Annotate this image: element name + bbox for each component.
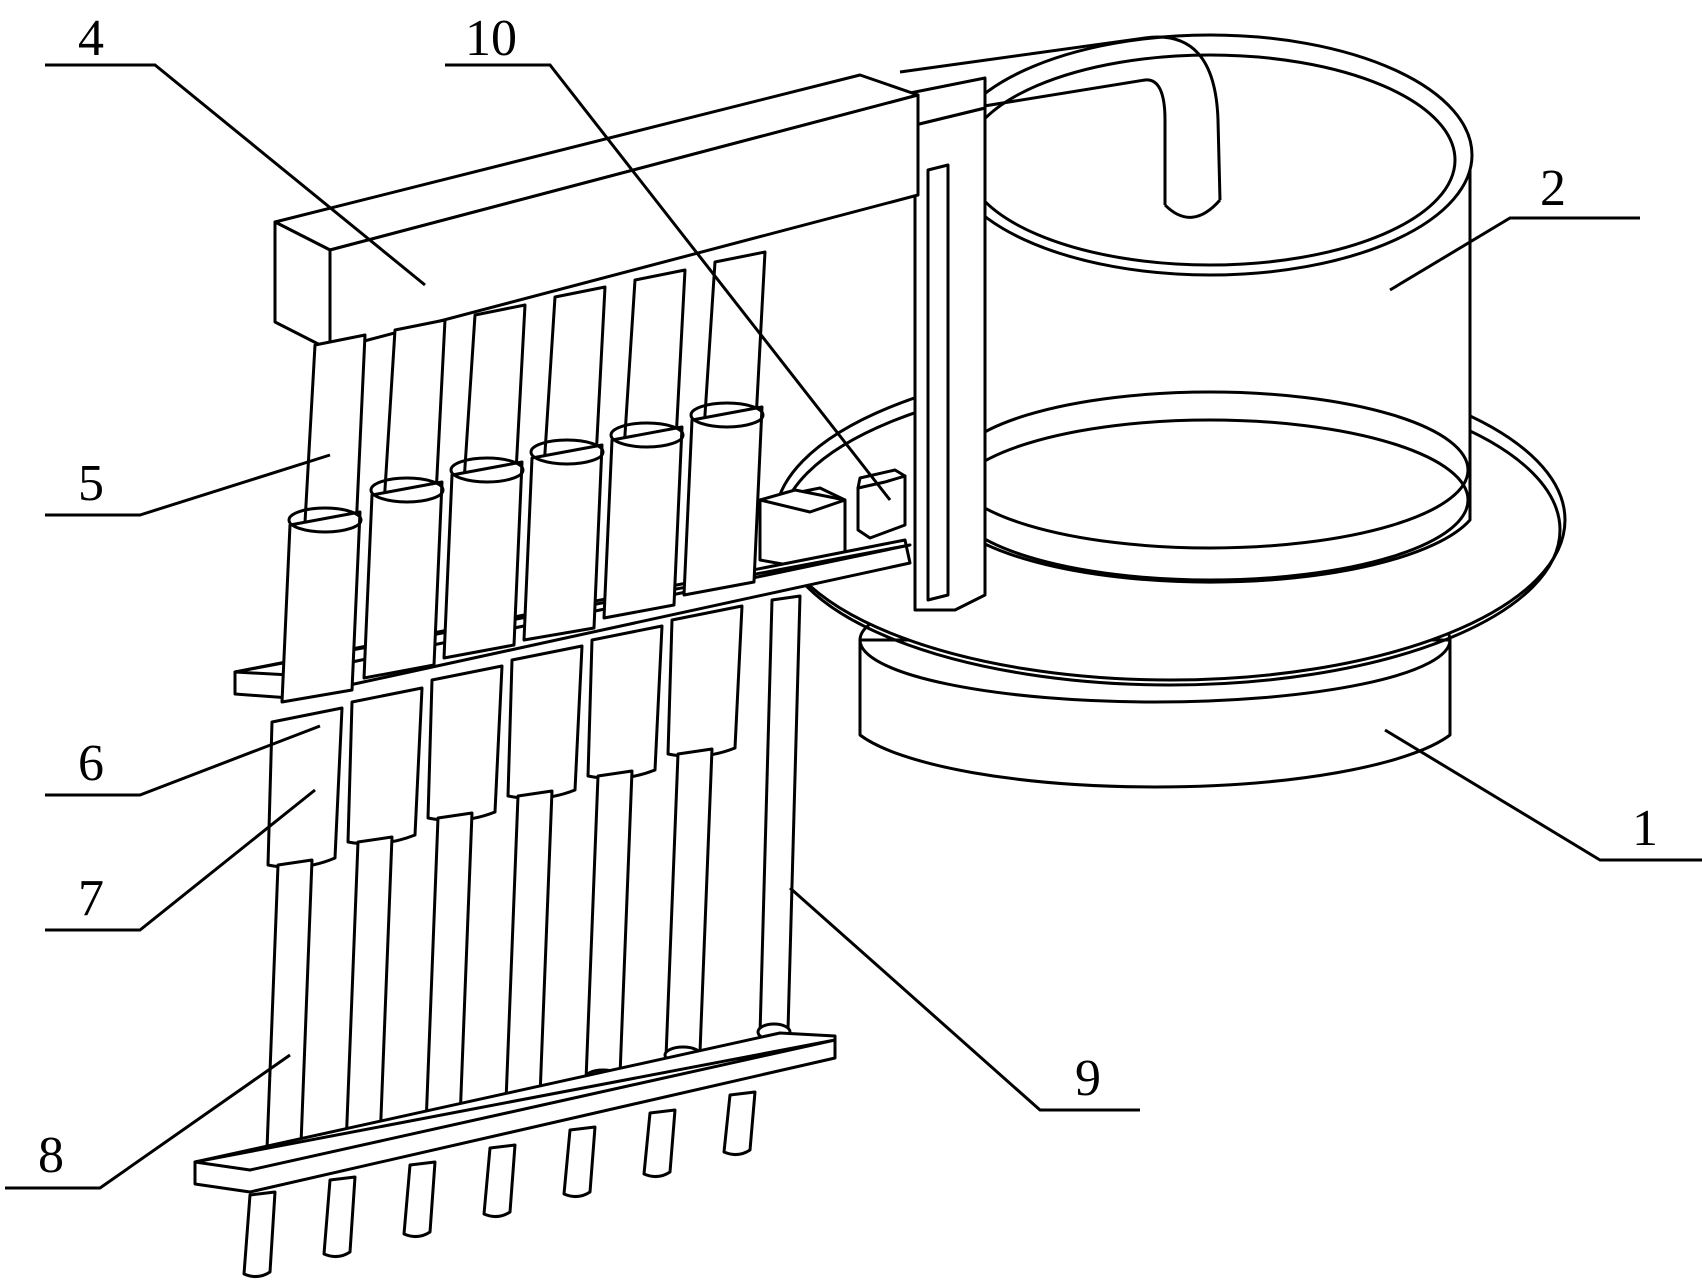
label-7: 7 bbox=[78, 870, 104, 927]
leader-lines bbox=[5, 63, 1702, 1190]
leader-10 bbox=[445, 63, 892, 501]
rod-9 bbox=[756, 594, 802, 1042]
label-8: 8 bbox=[38, 1127, 64, 1184]
bottom-plate bbox=[193, 1031, 837, 1279]
side-bracket bbox=[898, 76, 987, 612]
leader-8 bbox=[5, 1053, 291, 1190]
label-4: 4 bbox=[78, 10, 104, 67]
leader-1 bbox=[1384, 728, 1702, 862]
top-beam-4 bbox=[273, 73, 920, 352]
block-on-plate bbox=[758, 486, 847, 570]
leader-4 bbox=[45, 63, 426, 287]
label-9: 9 bbox=[1075, 1050, 1101, 1107]
upper-drum bbox=[946, 33, 1474, 584]
upper-cylinders-5 bbox=[280, 250, 767, 704]
callout-labels: 4 10 2 5 6 7 8 9 1 bbox=[38, 10, 1658, 1184]
lower-sleeves-7 bbox=[266, 604, 744, 869]
leader-2 bbox=[1389, 216, 1640, 292]
leader-9 bbox=[789, 886, 1140, 1112]
label-2: 2 bbox=[1540, 160, 1566, 217]
label-5: 5 bbox=[78, 455, 104, 512]
feed-pipe bbox=[899, 35, 1222, 219]
leader-6 bbox=[45, 724, 321, 797]
label-10: 10 bbox=[465, 10, 517, 67]
label-6: 6 bbox=[78, 735, 104, 792]
small-block-10 bbox=[856, 468, 907, 540]
label-1: 1 bbox=[1632, 800, 1658, 857]
leader-7 bbox=[45, 788, 316, 932]
leader-5 bbox=[45, 453, 331, 517]
